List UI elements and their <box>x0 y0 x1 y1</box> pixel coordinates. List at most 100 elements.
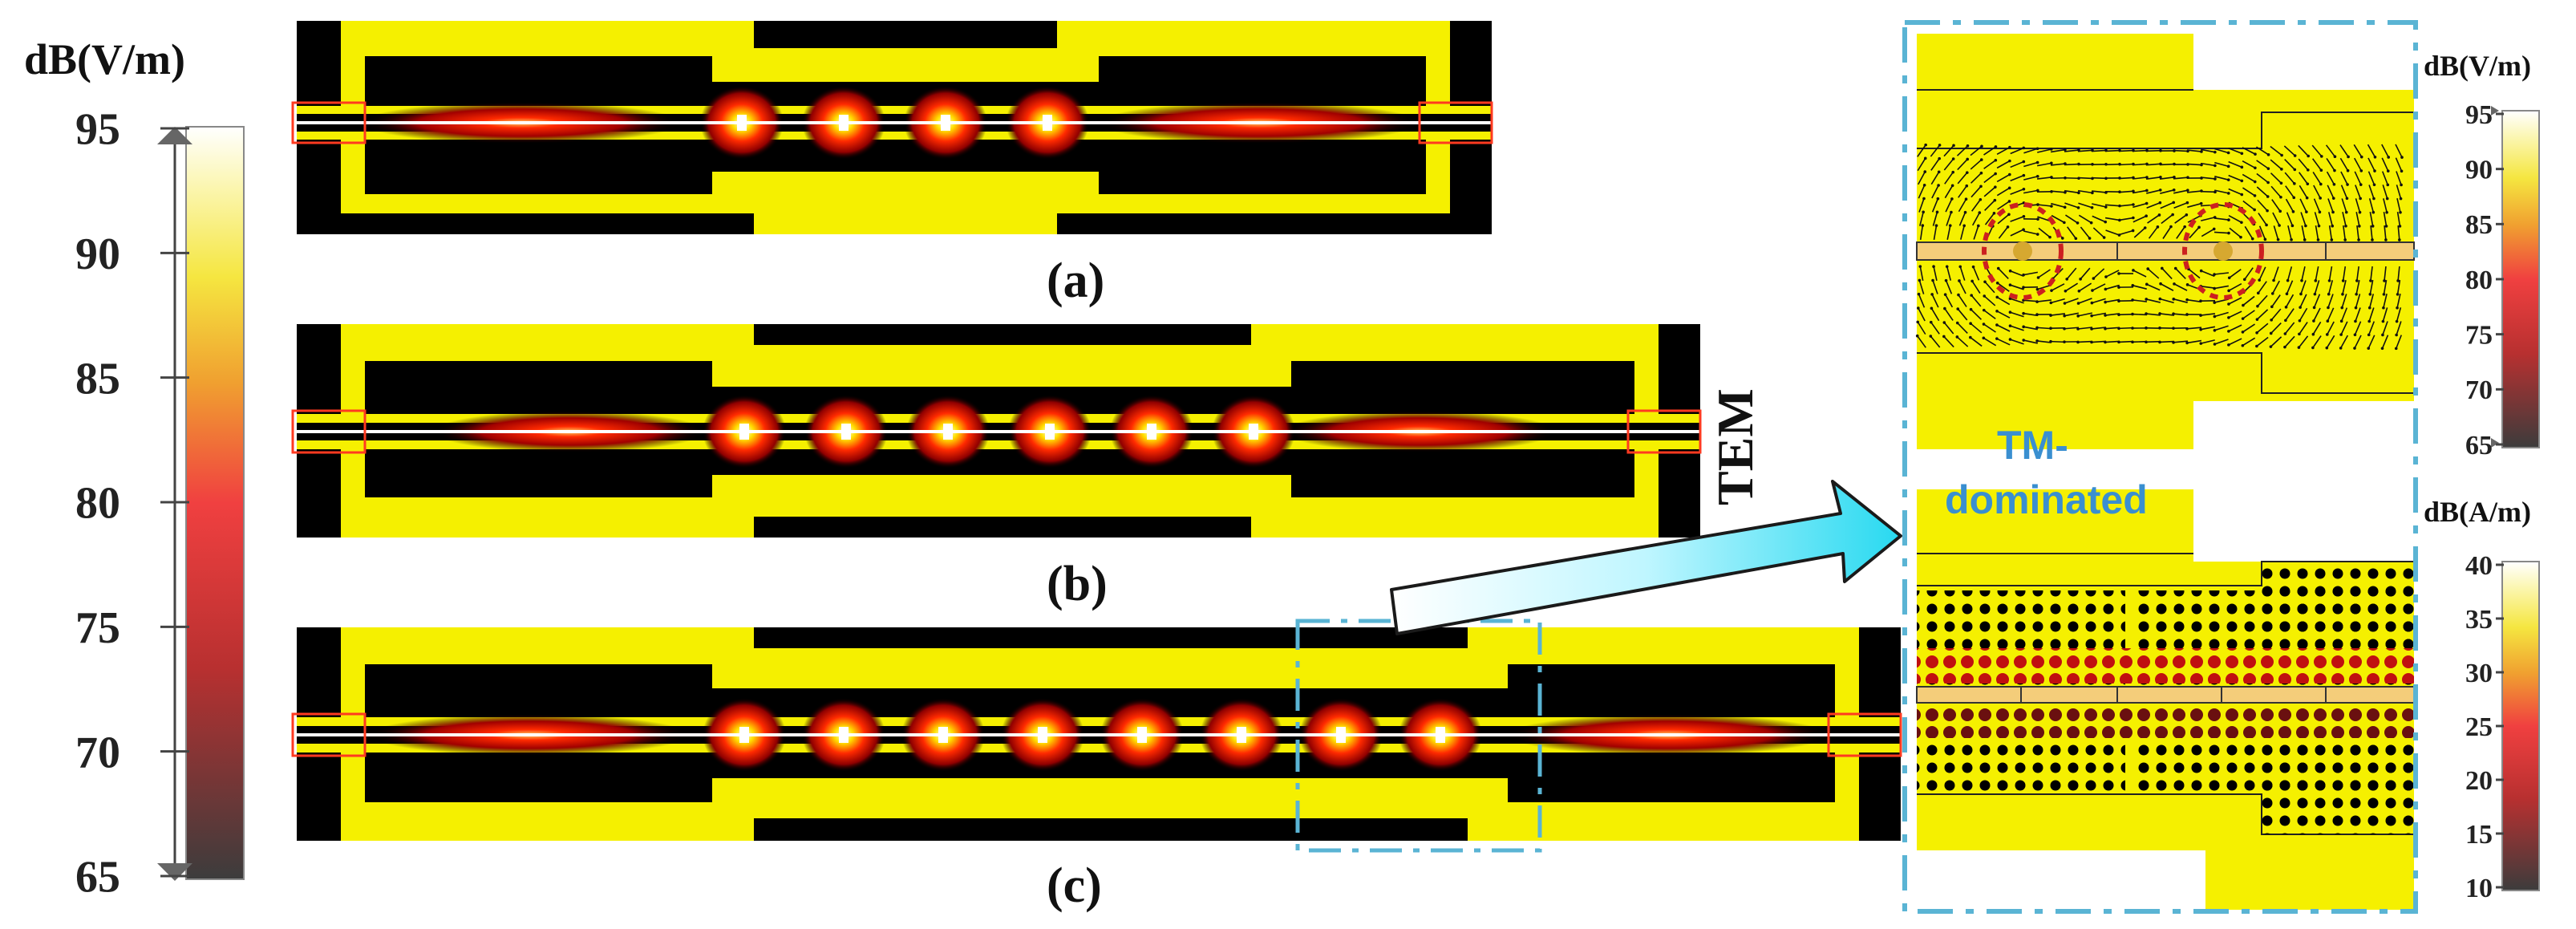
efield-vector-head <box>1916 320 1920 324</box>
efield-vector <box>2104 340 2120 343</box>
efield-vector-head <box>2090 327 2093 331</box>
efield-vector-head <box>2035 300 2039 303</box>
efield-vector <box>2052 268 2064 279</box>
efield-vector-head <box>2172 341 2175 344</box>
efield-vector-head <box>1955 321 1959 325</box>
colorbar-tick-label: 85 <box>75 354 120 404</box>
efield-vector <box>2396 171 2402 185</box>
efield-vector-head <box>2286 278 2290 282</box>
efield-vector-head <box>2369 279 2372 282</box>
efield-vector <box>1960 225 1965 240</box>
efield-vector-head <box>2145 189 2149 193</box>
efield-vector-head <box>2063 314 2066 318</box>
efield-vector-head <box>1942 335 1946 339</box>
efield-vector <box>2313 307 2321 322</box>
efield-vector-head <box>2311 332 2315 336</box>
efield-vector <box>2067 226 2076 239</box>
efield-vector <box>2064 163 2080 166</box>
efield-vector <box>2396 294 2401 308</box>
efield-vector <box>2174 214 2187 224</box>
efield-vector-head <box>2197 225 2201 229</box>
efield-vector <box>2256 186 2269 197</box>
efield-vector <box>2200 176 2216 180</box>
efield-vector-head <box>2172 327 2175 330</box>
efield-vector-head <box>2159 282 2162 286</box>
efield-vector-head <box>1982 336 1986 340</box>
efield-vector-head <box>2090 301 2094 305</box>
efield-vector-head <box>2226 192 2230 195</box>
efield-vector <box>2327 185 2335 199</box>
efield-vector-head <box>2367 347 2371 350</box>
efield-vector-head <box>1995 295 1999 299</box>
efield-vector <box>2132 270 2147 278</box>
efield-vector-head <box>2076 206 2080 209</box>
colorbar-tick-label: 65 <box>75 853 120 903</box>
efield-vector <box>2382 307 2388 322</box>
efield-vector <box>2258 281 2267 294</box>
efield-vector <box>2312 321 2322 335</box>
efield-vector <box>1957 308 1968 321</box>
efield-vector-head <box>1932 265 1935 269</box>
efield-vector-head <box>1922 210 1925 214</box>
efield-vector-head <box>1921 224 1925 227</box>
efield-vector <box>2036 176 2052 180</box>
efield-vector <box>1958 212 1966 226</box>
efield-vector <box>2381 335 2389 349</box>
efield-vector <box>2050 163 2066 166</box>
efield-vector-head <box>1978 211 1982 214</box>
colorbar-tick-label: 80 <box>2465 266 2493 295</box>
efield-vector-head <box>1929 335 1933 338</box>
efield-vector <box>1970 185 1982 198</box>
efield-vector-head <box>2371 238 2374 241</box>
main-colorbar-gradient <box>185 126 245 880</box>
efield-vector <box>1957 172 1968 185</box>
efield-vector-head <box>2255 318 2259 321</box>
efield-vector-head <box>1969 322 1972 325</box>
efield-vector-head <box>1966 157 1969 161</box>
efield-vector <box>2228 215 2242 223</box>
efield-vector <box>2023 176 2038 181</box>
efield-vector <box>2283 145 2296 156</box>
efield-vector <box>2080 267 2091 280</box>
efield-vector <box>2228 282 2242 292</box>
efield-vector <box>2395 144 2403 158</box>
efield-vector-head <box>2158 189 2162 192</box>
efield-vector <box>1983 309 1996 320</box>
efield-vector <box>1970 323 1983 334</box>
efield-vector <box>2148 226 2159 239</box>
efield-vector-head <box>2290 224 2295 228</box>
efield-vector-head <box>2304 224 2307 228</box>
efield-vector-head <box>2063 205 2067 209</box>
efield-vector <box>2355 185 2361 199</box>
efield-vector <box>2173 283 2188 291</box>
efield-vector-head <box>1969 335 1972 339</box>
efield-vector-head <box>2343 238 2347 241</box>
efield-vector <box>2285 308 2295 321</box>
efield-vector <box>2010 147 2024 155</box>
efield-vector-head <box>2399 197 2403 201</box>
panel-b-label: (b) <box>1047 557 1108 611</box>
efield-vector <box>1946 212 1952 226</box>
efield-vector-head <box>2385 210 2388 214</box>
efield-vector <box>2132 176 2148 180</box>
efield-vector <box>2342 212 2347 226</box>
efield-vector-head <box>1931 278 1934 282</box>
efield-vector-head <box>2353 333 2357 337</box>
efield-vector <box>2285 198 2295 213</box>
efield-vector-head <box>2102 236 2106 239</box>
efield-vector <box>2355 280 2360 294</box>
efield-vector <box>2382 321 2388 335</box>
colorbar-max-arrow-icon <box>157 127 192 144</box>
efield-vector-head <box>1942 321 1946 324</box>
efield-vector-head <box>2311 346 2315 350</box>
colorbar-tick-label: 75 <box>2465 321 2493 351</box>
inset-panel: TM- dominated <box>1915 34 2419 910</box>
efield-vector-head <box>2185 327 2189 331</box>
efield-vector-head <box>1936 197 1940 201</box>
efield-vector <box>2162 226 2172 239</box>
efield-vector <box>2080 226 2091 239</box>
efield-vector <box>2327 280 2334 294</box>
efield-vector <box>2189 226 2200 239</box>
efield-vector-head <box>2384 238 2388 241</box>
efield-vector-head <box>2312 319 2315 323</box>
